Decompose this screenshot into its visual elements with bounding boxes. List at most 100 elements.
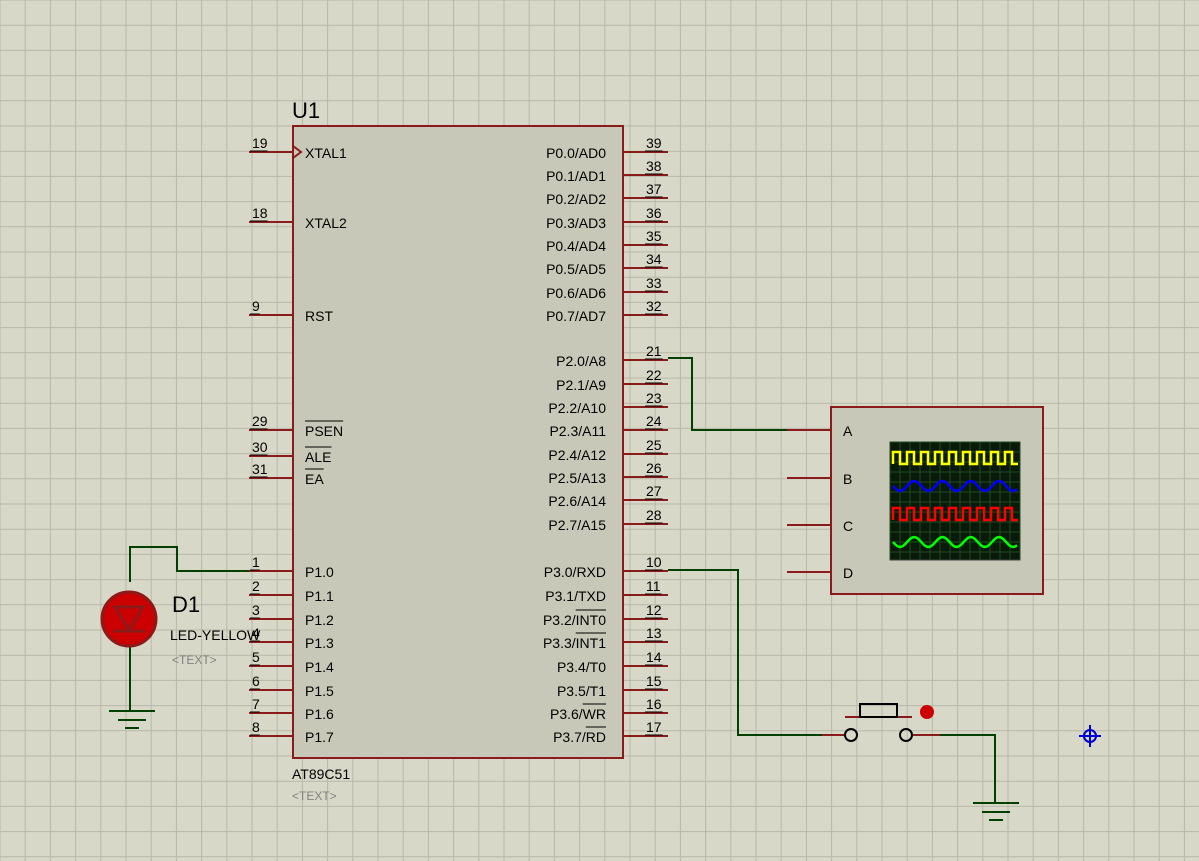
pin-number: 10 xyxy=(646,554,662,570)
pin-name: P3.2/INT0 xyxy=(543,612,606,628)
pin-number: 13 xyxy=(646,625,662,641)
led-ref-label: D1 xyxy=(172,592,200,617)
button-cap[interactable] xyxy=(859,703,898,718)
pin-number: 30 xyxy=(252,439,268,455)
pin-name: P2.7/A15 xyxy=(548,517,606,533)
button-contact-left xyxy=(844,728,858,742)
pin-number: 26 xyxy=(646,460,662,476)
scope-channel-c[interactable]: C xyxy=(787,518,853,534)
pin-name: RST xyxy=(305,308,333,324)
button-actuate-icon[interactable] xyxy=(920,705,934,719)
pin-2[interactable]: 2P1.1 xyxy=(249,578,334,604)
chip-right-pins: 39P0.0/AD038P0.1/AD137P0.2/AD236P0.3/AD3… xyxy=(543,135,668,745)
pin-number: 6 xyxy=(252,673,260,689)
ground-button-icon xyxy=(973,802,1019,821)
pin-number: 21 xyxy=(646,343,662,359)
scope-channel-d[interactable]: D xyxy=(787,565,853,581)
oscilloscope-channels: A B C D xyxy=(787,423,853,581)
button-contact-right xyxy=(899,728,913,742)
pin-number: 12 xyxy=(646,602,662,618)
pin-5[interactable]: 5P1.4 xyxy=(249,649,334,675)
pin-name: XTAL1 xyxy=(305,145,347,161)
pin-number: 1 xyxy=(252,554,260,570)
pin-4[interactable]: 4P1.3 xyxy=(249,625,334,651)
pin-name: P1.0 xyxy=(305,564,334,580)
scope-channel-b[interactable]: B xyxy=(787,471,852,487)
pin-name: P1.5 xyxy=(305,683,334,699)
trace-b xyxy=(892,479,1018,493)
pin-number: 28 xyxy=(646,507,662,523)
pin-number: 27 xyxy=(646,483,662,499)
pin-name: P1.4 xyxy=(305,659,334,675)
led-body[interactable] xyxy=(100,590,158,648)
pin-number: 8 xyxy=(252,719,260,735)
microcontroller-u1[interactable]: U1 19XTAL118XTAL29RST29PSEN30ALE31EA1P1.… xyxy=(249,98,668,803)
trace-a xyxy=(891,450,1018,466)
pin-number: 17 xyxy=(646,719,662,735)
oscilloscope-traces xyxy=(891,450,1018,549)
pin-name: P0.7/AD7 xyxy=(546,308,606,324)
pin-7[interactable]: 7P1.6 xyxy=(249,696,334,722)
pin-number: 11 xyxy=(646,578,661,594)
pin-number: 33 xyxy=(646,275,662,291)
oscilloscope[interactable]: A B C D xyxy=(787,406,1044,595)
pin-6[interactable]: 6P1.5 xyxy=(249,673,334,699)
pin-name: P3.3/INT1 xyxy=(543,635,606,651)
pin-name: P2.6/A14 xyxy=(548,493,606,509)
led-diode-icon xyxy=(112,605,146,633)
pin-number: 29 xyxy=(252,413,268,429)
pin-number: 18 xyxy=(252,205,268,221)
pin-name: P2.0/A8 xyxy=(556,353,606,369)
pin-8[interactable]: 8P1.7 xyxy=(249,719,334,745)
pin-name: P0.1/AD1 xyxy=(546,168,606,184)
pin-name: P0.6/AD6 xyxy=(546,285,606,301)
pin-name: P1.7 xyxy=(305,729,334,745)
pin-number: 32 xyxy=(646,298,662,314)
pin-1[interactable]: 1P1.0 xyxy=(249,554,334,580)
wires xyxy=(129,357,996,802)
chip-body[interactable] xyxy=(292,125,624,759)
pin-3[interactable]: 3P1.2 xyxy=(249,602,334,628)
pin-name: P2.5/A13 xyxy=(548,470,606,486)
led-d1[interactable]: D1 LED-YELLOW <TEXT> xyxy=(100,590,261,667)
pin-number: 25 xyxy=(646,437,662,453)
push-button[interactable] xyxy=(822,703,940,742)
scope-channel-a[interactable]: A xyxy=(787,423,853,439)
pin-name: ALE xyxy=(305,449,331,465)
pin-number: 19 xyxy=(252,135,268,151)
pin-name: P2.3/A11 xyxy=(549,423,606,439)
pin-name: P0.3/AD3 xyxy=(546,215,606,231)
pin-number: 24 xyxy=(646,413,662,429)
